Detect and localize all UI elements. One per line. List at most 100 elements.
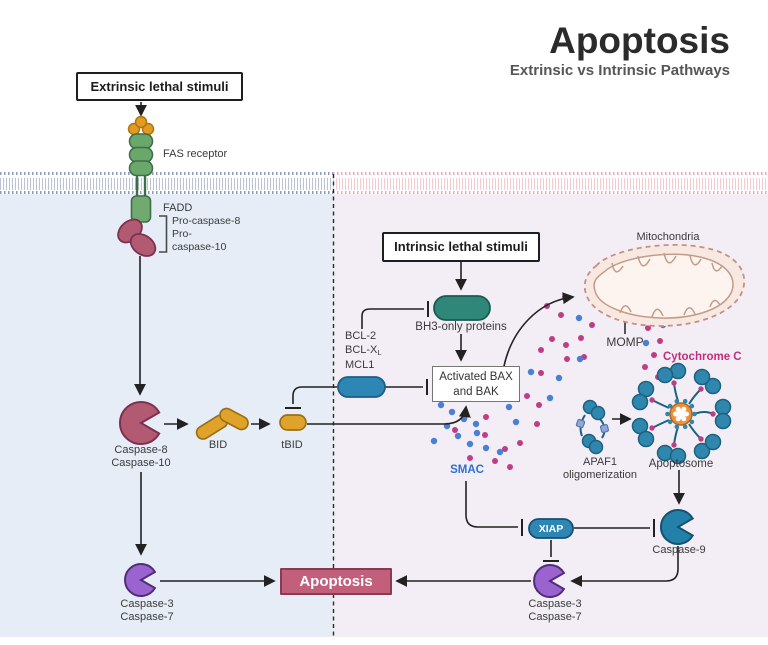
apoptosome-blobs: [631, 362, 732, 465]
protein-dot: [452, 427, 458, 433]
protein-dot: [555, 374, 563, 382]
smac-label: SMAC: [450, 464, 484, 476]
fas-receptor-bead: [128, 146, 154, 163]
bh3-only-proteins-shape: [433, 295, 491, 321]
protein-dot: [502, 446, 508, 452]
inhibit-smac-to-xiap-line: [465, 481, 518, 528]
protein-dot: [454, 432, 462, 440]
protein-dot: [512, 418, 520, 426]
apoptosome-shape: [631, 362, 732, 465]
protein-dot: [448, 408, 456, 416]
pro-caspase-bean: [129, 233, 157, 257]
protein-dot: [536, 402, 542, 408]
protein-dot: [527, 368, 535, 376]
protein-dot: [524, 393, 530, 399]
protein-dot: [563, 342, 569, 348]
protein-dot: [466, 440, 474, 448]
tbid-label: tBID: [281, 439, 303, 451]
caspase3-7-right-label: Caspase-3 Caspase-7: [528, 598, 582, 623]
protein-dot: [558, 312, 564, 318]
extrinsic-region-background: [0, 194, 333, 637]
caspase3-7-right-shape: [533, 564, 566, 598]
activated-bax-bak-box: Activated BAX and BAK: [432, 366, 520, 402]
protein-dot: [483, 414, 489, 420]
inhibit-bcl2pill-to-tbid-line: [292, 386, 337, 404]
protein-dot: [505, 403, 513, 411]
protein-dot: [549, 336, 555, 342]
protein-dot: [538, 347, 544, 353]
bcl2-family-pill: [337, 376, 386, 398]
protein-dot: [546, 394, 554, 402]
apaf1-cluster-shape: [575, 399, 610, 455]
inhibit-bcl2-to-bh3-line: [361, 308, 424, 329]
protein-dot: [576, 355, 584, 363]
protein-dot: [507, 464, 513, 470]
intrinsic-stimuli-box: Intrinsic lethal stimuli: [382, 232, 540, 262]
apoptosome-center-beads: [665, 398, 697, 430]
protein-dot: [482, 444, 490, 452]
protein-dot: [467, 455, 473, 461]
apoptosome-cytc-dots: [649, 380, 716, 448]
mitochondria-label: Mitochondria: [636, 231, 700, 243]
protein-dot: [482, 432, 488, 438]
pro-caspase-bracket: [159, 215, 168, 253]
protein-dot: [492, 458, 498, 464]
bh3-label: BH3-only proteins: [415, 321, 507, 333]
protein-dot: [473, 429, 481, 437]
fas-receptor-label: FAS receptor: [163, 148, 228, 160]
cell-membrane-right: [333, 172, 768, 194]
fadd-adapter-shape: [130, 195, 152, 223]
extrinsic-stimuli-box: Extrinsic lethal stimuli: [76, 72, 243, 101]
apoptosome-label: Apoptosome: [648, 458, 714, 470]
fas-receptor-bead: [128, 160, 154, 177]
protein-dot: [538, 370, 544, 376]
caspase3-7-left-label: Caspase-3 Caspase-7: [120, 598, 174, 623]
protein-dot: [642, 364, 648, 370]
arrow-bax-to-mitochondria: [503, 292, 575, 367]
fas-receptor-complex: [117, 115, 168, 257]
momp-label: MOMP: [606, 335, 644, 349]
bid-label: BID: [208, 439, 228, 451]
cell-membrane-left: [0, 172, 333, 194]
diagram-subtitle: Extrinsic vs Intrinsic Pathways: [509, 62, 730, 79]
protein-dot: [589, 322, 595, 328]
protein-dot: [578, 335, 584, 341]
diagram-title: Apoptosis: [549, 20, 730, 61]
apoptosis-result-box: Apoptosis: [280, 568, 392, 595]
protein-dot: [642, 339, 650, 347]
connectors: [134, 102, 685, 587]
fas-receptor-bead: [128, 133, 154, 150]
xiap-label: XIAP: [538, 523, 564, 535]
apoptosome-center-star: [673, 406, 689, 422]
tbid-shape: [279, 414, 307, 431]
caspase9-label: Caspase-9: [652, 544, 706, 556]
protein-dot: [534, 421, 540, 427]
protein-dot: [517, 440, 523, 446]
fas-ligand-icon: [134, 115, 148, 129]
mitochondria-shape: [583, 244, 746, 327]
protein-dot: [575, 314, 583, 322]
caspase9-shape: [659, 509, 695, 545]
caspase3-7-left-shape: [124, 563, 157, 597]
protein-dot: [472, 420, 480, 428]
protein-dot: [430, 437, 438, 445]
mitochondria-cristae: [611, 252, 723, 318]
apaf1-label: APAF1 oligomerization: [563, 456, 637, 481]
bax-box-line2: and BAK: [453, 386, 499, 398]
xiap-pill: [528, 518, 574, 539]
bcl2-family-labels: BCL-2 BCL-XL MCL1: [345, 330, 382, 371]
protein-dot: [657, 338, 663, 344]
caspase8-10-label: Caspase-8 Caspase-10: [111, 444, 171, 469]
diagram-title-block: Apoptosis Extrinsic vs Intrinsic Pathway…: [509, 20, 730, 80]
cytochrome-c-label: Cytochrome C: [663, 351, 742, 363]
protein-dot: [564, 356, 570, 362]
pro-caspase-labels: Pro-caspase-8 Pro- caspase-10: [172, 215, 241, 253]
caspase8-10-shape: [119, 401, 161, 445]
arrow-tbid-to-bax: [307, 405, 471, 425]
bid-shape: [195, 407, 249, 440]
fadd-label: FADD: [163, 202, 193, 214]
protein-dot: [437, 401, 445, 409]
bax-box-line1: Activated BAX: [439, 371, 513, 383]
